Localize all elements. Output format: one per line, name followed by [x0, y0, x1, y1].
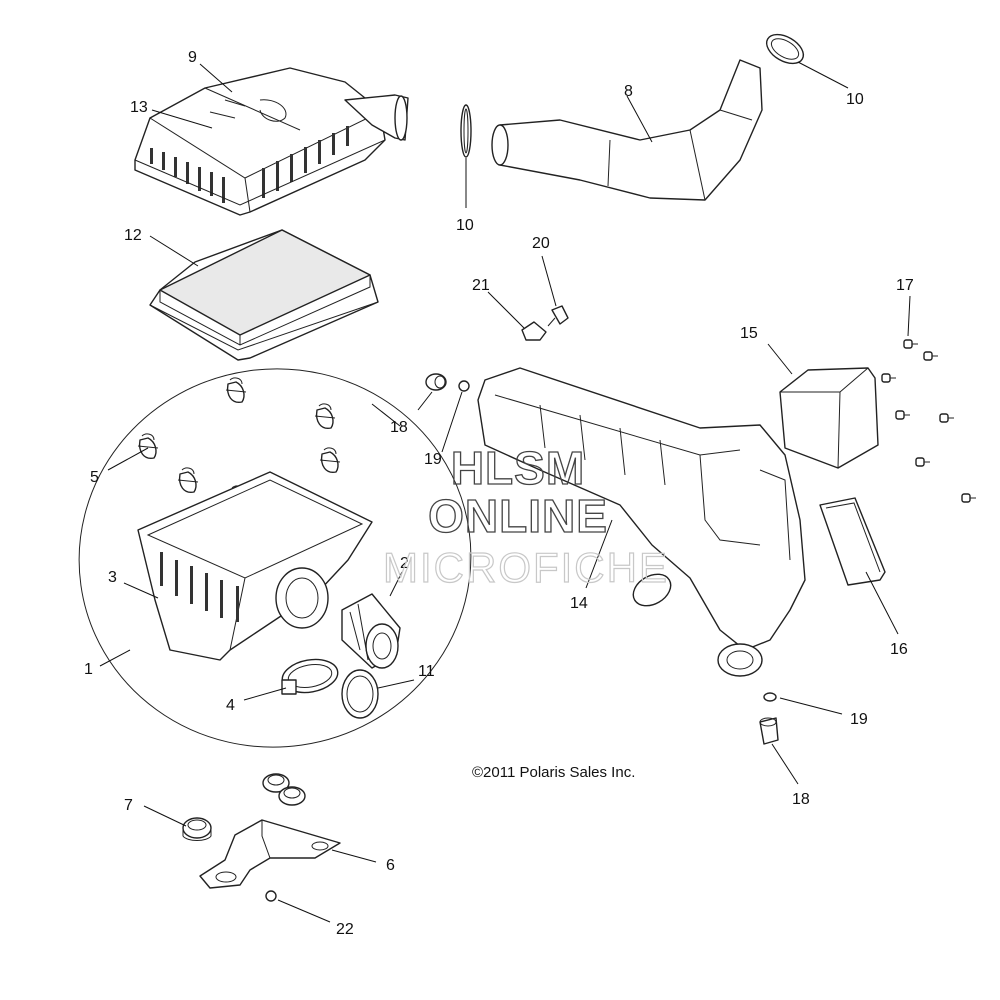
- callout-10-upper-right: 10: [846, 91, 864, 108]
- airbox-cover: [134, 67, 386, 216]
- leader-lines: [99, 61, 911, 923]
- callout-2: 2: [400, 555, 409, 572]
- callout-19-upper: 19: [424, 451, 442, 468]
- watermark-line-1: HLSM: [451, 442, 585, 494]
- callout-5: 5: [90, 469, 99, 486]
- intake-chamber: [477, 367, 806, 677]
- clip-21: [521, 321, 547, 341]
- intake-boot: [341, 593, 401, 669]
- watermark-line-2: ONLINE: [428, 490, 608, 542]
- callout-3: 3: [108, 569, 117, 586]
- bolt-22: [265, 890, 277, 902]
- callout-18-upper: 18: [390, 419, 408, 436]
- cover-intake-snorkel: [344, 94, 409, 141]
- callout-16: 16: [890, 641, 908, 658]
- mounting-bracket: [199, 819, 341, 889]
- callout-1: 1: [84, 661, 93, 678]
- airbox-base: [137, 471, 373, 661]
- clip-19-lower: [763, 692, 777, 702]
- watermark-line-3: MICROFICHE: [383, 544, 669, 591]
- panel-16: [819, 497, 886, 586]
- fitting-18-upper: [425, 373, 447, 391]
- screws-17: [881, 339, 976, 503]
- callout-12: 12: [124, 227, 142, 244]
- clip-19-upper: [458, 380, 470, 392]
- callout-13: 13: [130, 99, 148, 116]
- intake-duct: [491, 59, 763, 201]
- duct-clamps: [460, 33, 805, 158]
- callout-6: 6: [386, 857, 395, 874]
- callout-10-left: 10: [456, 217, 474, 234]
- callout-14: 14: [570, 595, 588, 612]
- clamp-ring: [341, 669, 379, 719]
- assembly-boundary: [78, 368, 472, 748]
- pin-20: [547, 305, 569, 327]
- retaining-clips: [137, 377, 341, 511]
- callout-4: 4: [226, 697, 235, 714]
- grommets-7: [182, 773, 306, 841]
- callout-19-lower: 19: [850, 711, 868, 728]
- callout-7: 7: [124, 797, 133, 814]
- callout-20: 20: [532, 235, 550, 252]
- callout-11: 11: [418, 663, 435, 680]
- callout-21: 21: [472, 277, 490, 294]
- hose-clamp: [281, 658, 339, 695]
- callout-8: 8: [624, 83, 633, 100]
- callout-15: 15: [740, 325, 758, 342]
- callout-9: 9: [188, 49, 197, 66]
- callout-18-lower: 18: [792, 791, 810, 808]
- callouts: 9 13 12 8 10 10 20 21 17 15 18 19 5 2 3 …: [84, 49, 914, 938]
- callout-17: 17: [896, 277, 914, 294]
- copyright-notice: ©2011 Polaris Sales Inc.: [472, 764, 635, 781]
- callout-22: 22: [336, 921, 354, 938]
- air-filter: [149, 229, 379, 361]
- fitting-18-lower: [759, 717, 779, 745]
- watermark: HLSM ONLINE MICROFICHE: [382, 441, 669, 591]
- filter-element-15: [779, 367, 879, 469]
